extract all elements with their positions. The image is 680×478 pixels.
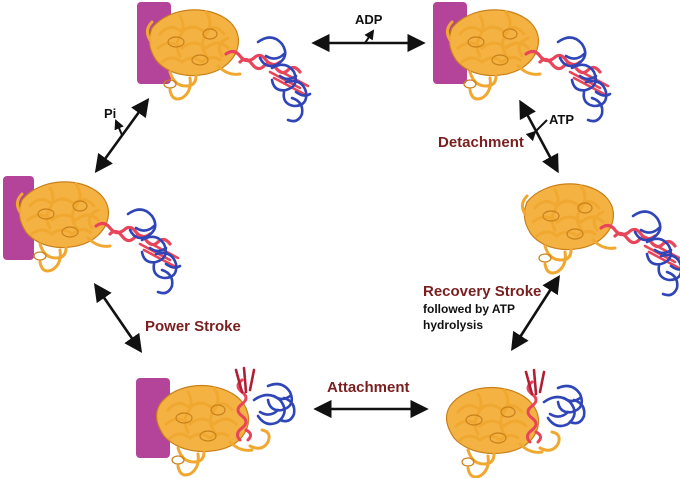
arrow-recovery-stroke	[511, 274, 560, 352]
label-pi: Pi	[104, 106, 116, 121]
label-atp: ATP	[549, 112, 574, 127]
atp-branch-arrow	[525, 119, 548, 142]
label-recovery-stroke: Recovery Stroke	[423, 283, 541, 300]
myosin-head-top-left	[145, 8, 312, 123]
adp-branch-arrow	[364, 29, 375, 44]
arrow-power-stroke	[93, 283, 143, 353]
myosin-head-left	[15, 180, 182, 295]
label-recovery-line2: followed by ATP	[423, 302, 515, 316]
arrow-pi-release	[94, 98, 150, 173]
pi-branch-arrow	[114, 119, 124, 136]
label-recovery-line3: hydrolysis	[423, 318, 483, 332]
label-adp: ADP	[355, 12, 383, 27]
actin-filament	[136, 378, 170, 458]
label-detachment: Detachment	[438, 134, 524, 151]
myosin-head-bottom-left	[155, 366, 296, 477]
myosin-head-top-right	[445, 8, 612, 123]
myosin-head-right	[520, 182, 680, 297]
label-attachment: Attachment	[327, 379, 410, 396]
myosin-head-bottom-right	[445, 368, 586, 478]
arrow-detachment	[519, 99, 559, 174]
label-power-stroke: Power Stroke	[145, 318, 241, 335]
